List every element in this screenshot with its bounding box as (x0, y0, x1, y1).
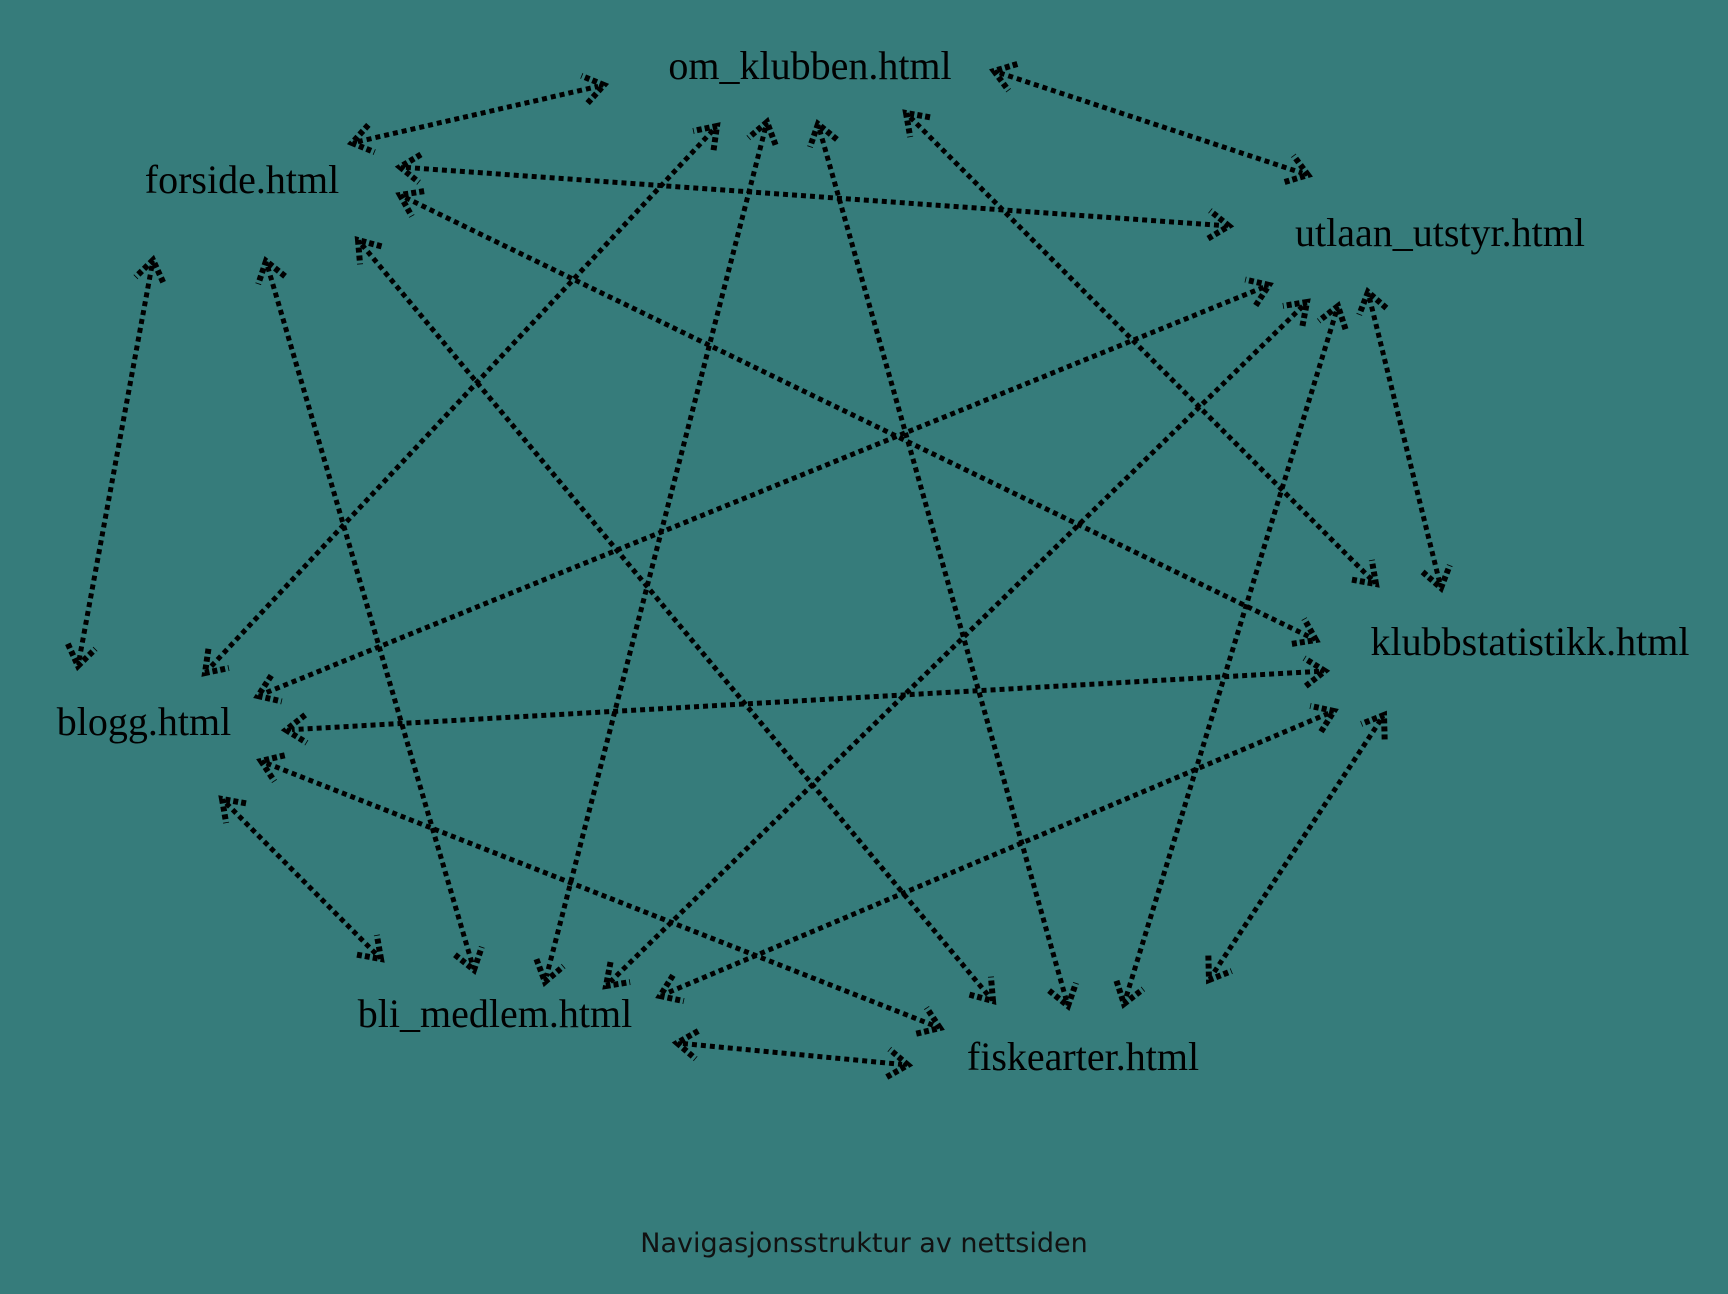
link-blogg-to-bli-medlem (218, 795, 385, 963)
node-blogg: blogg.html (56, 699, 232, 744)
arrowhead-forside-to-klubbstatistikk-start (395, 188, 425, 218)
node-utlaan-utstyr: utlaan_utstyr.html (1295, 210, 1585, 255)
arrowhead-om-klubben-to-fiskearter-start (807, 118, 839, 149)
arrowhead-utlaan-utstyr-to-bli-medlem-start (1282, 298, 1311, 327)
arrowhead-forside-to-utlaan-utstyr-end (1206, 208, 1235, 242)
link-line-om-klubben-to-fiskearter (817, 129, 1069, 1001)
link-forside-to-fiskearter (354, 235, 997, 1006)
link-utlaan-utstyr-to-blogg (253, 276, 1274, 705)
link-blogg-to-fiskearter (256, 752, 945, 1037)
node-forside: forside.html (144, 157, 340, 202)
arrowhead-blogg-to-fiskearter-start (256, 752, 286, 784)
link-line-forside-to-blogg (76, 265, 155, 661)
arrowhead-utlaan-utstyr-to-bli-medlem-end (602, 961, 631, 990)
arrowhead-om-klubben-to-utlaan-utstyr-end (1283, 153, 1313, 185)
node-om-klubben: om_klubben.html (668, 43, 952, 88)
link-forside-to-utlaan-utstyr (394, 151, 1235, 242)
link-line-blogg-to-fiskearter (265, 760, 936, 1029)
arrowhead-blogg-to-fiskearter-end (915, 1005, 945, 1037)
arrowhead-om-klubben-to-bli-medlem-start (746, 116, 779, 146)
arrowhead-blogg-to-bli-medlem-end (356, 934, 385, 963)
link-utlaan-utstyr-to-klubbstatistikk (1356, 286, 1453, 594)
arrowhead-klubbstatistikk-to-bli-medlem-end (655, 973, 685, 1005)
link-klubbstatistikk-to-blogg (280, 655, 1331, 746)
arrowhead-utlaan-utstyr-to-blogg-start (1244, 276, 1274, 308)
arrowhead-om-klubben-to-fiskearter-end (1047, 981, 1079, 1012)
arrowhead-blogg-to-bli-medlem-start (218, 795, 247, 824)
link-forside-to-klubbstatistikk (395, 188, 1321, 647)
link-line-klubbstatistikk-to-bli-medlem (664, 711, 1330, 996)
link-utlaan-utstyr-to-bli-medlem (602, 298, 1311, 990)
arrowhead-om-klubben-to-bli-medlem-end (533, 958, 566, 988)
arrowhead-utlaan-utstyr-to-klubbstatistikk-end (1420, 564, 1453, 594)
link-klubbstatistikk-to-fiskearter (1205, 710, 1388, 985)
arrowhead-bli-medlem-to-fiskearter-end (885, 1046, 914, 1080)
arrowhead-forside-to-fiskearter-end (968, 976, 997, 1006)
arrowhead-om-klubben-to-utlaan-utstyr-start (989, 61, 1019, 93)
link-line-klubbstatistikk-to-blogg (291, 668, 1320, 733)
arrowhead-utlaan-utstyr-to-fiskearter-end (1113, 979, 1146, 1010)
link-forside-to-blogg (65, 254, 166, 672)
arrowhead-utlaan-utstyr-to-blogg-end (253, 673, 283, 705)
link-line-om-klubben-to-blogg (207, 128, 715, 671)
node-bli-medlem: bli_medlem.html (357, 991, 633, 1036)
link-bli-medlem-to-fiskearter (671, 1028, 914, 1080)
arrowhead-forside-to-bli-medlem-end (453, 945, 485, 976)
arrowhead-klubbstatistikk-to-blogg-end (280, 712, 309, 746)
arrowhead-forside-to-bli-medlem-start (255, 255, 287, 286)
link-om-klubben-to-fiskearter (807, 118, 1079, 1012)
link-om-klubben-to-bli-medlem (533, 116, 779, 988)
arrowhead-klubbstatistikk-to-blogg-start (1302, 655, 1331, 689)
link-line-forside-to-om-klubben (357, 83, 599, 145)
arrowhead-forside-to-blogg-start (133, 254, 166, 284)
arrowhead-om-klubben-to-klubbstatistikk-start (902, 109, 931, 138)
link-utlaan-utstyr-to-fiskearter (1113, 300, 1349, 1010)
arrowhead-om-klubben-to-blogg-start (692, 122, 721, 151)
link-om-klubben-to-klubbstatistikk (902, 109, 1380, 588)
arrowhead-klubbstatistikk-to-fiskearter-start (1360, 710, 1388, 740)
link-line-utlaan-utstyr-to-klubbstatistikk (1367, 297, 1442, 583)
link-line-bli-medlem-to-fiskearter (682, 1041, 903, 1067)
link-om-klubben-to-utlaan-utstyr (989, 61, 1313, 185)
link-forside-to-bli-medlem (255, 255, 485, 976)
link-om-klubben-to-blogg (201, 122, 721, 677)
arrowhead-forside-to-klubbstatistikk-end (1291, 617, 1321, 647)
arrowhead-forside-to-om-klubben-end (580, 73, 610, 106)
link-line-blogg-to-bli-medlem (224, 801, 379, 957)
arrowhead-forside-to-om-klubben-start (346, 122, 376, 155)
link-klubbstatistikk-to-bli-medlem (655, 702, 1339, 1005)
link-line-om-klubben-to-klubbstatistikk (908, 115, 1374, 582)
link-line-utlaan-utstyr-to-fiskearter (1123, 311, 1339, 999)
link-line-forside-to-bli-medlem (265, 266, 475, 965)
arrowhead-utlaan-utstyr-to-klubbstatistikk-start (1356, 286, 1389, 316)
link-line-utlaan-utstyr-to-bli-medlem (608, 304, 1305, 984)
arrowhead-om-klubben-to-blogg-end (201, 648, 230, 677)
arrowhead-klubbstatistikk-to-bli-medlem-start (1309, 702, 1339, 734)
link-line-om-klubben-to-utlaan-utstyr (998, 70, 1304, 176)
arrowhead-om-klubben-to-klubbstatistikk-end (1351, 559, 1380, 588)
link-line-klubbstatistikk-to-fiskearter (1210, 718, 1383, 977)
link-line-om-klubben-to-bli-medlem (544, 127, 768, 977)
link-forside-to-om-klubben (346, 73, 610, 155)
arrowhead-utlaan-utstyr-to-fiskearter-start (1316, 300, 1349, 331)
link-line-forside-to-klubbstatistikk (404, 195, 1312, 640)
arrowhead-klubbstatistikk-to-fiskearter-end (1205, 955, 1233, 985)
diagram-caption: Navigasjonsstruktur av nettsiden (640, 1228, 1088, 1259)
arrowhead-forside-to-fiskearter-start (354, 235, 383, 265)
node-fiskearter: fiskearter.html (966, 1034, 1200, 1079)
arrowhead-bli-medlem-to-fiskearter-start (671, 1028, 700, 1062)
link-line-forside-to-fiskearter (359, 243, 992, 998)
link-line-forside-to-utlaan-utstyr (405, 164, 1224, 229)
node-klubbstatistikk: klubbstatistikk.html (1370, 619, 1690, 664)
arrowhead-forside-to-utlaan-utstyr-start (394, 151, 423, 185)
arrowhead-forside-to-blogg-end (65, 642, 98, 672)
